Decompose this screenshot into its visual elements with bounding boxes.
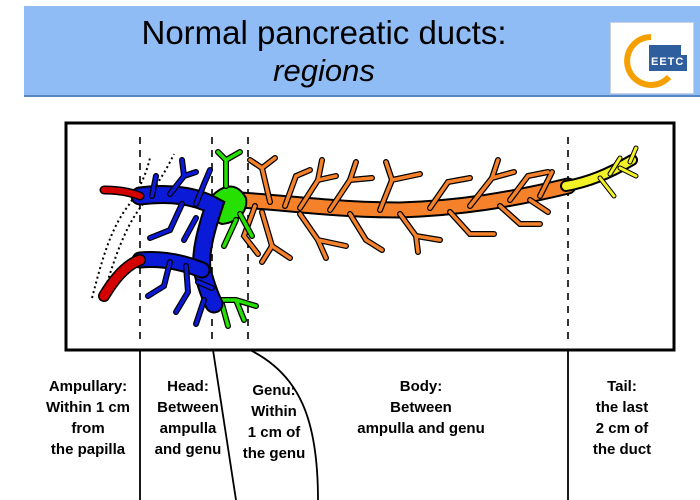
label-body: Body: Between ampulla and genu bbox=[336, 376, 506, 439]
label-tail-line-1: Tail: bbox=[607, 378, 637, 395]
label-genu: Genu: Within 1 cm of the genu bbox=[232, 380, 316, 464]
label-genu-line-1: Genu: bbox=[252, 382, 296, 399]
logo-text: EETC bbox=[651, 56, 685, 68]
label-genu-line-3: 1 cm of bbox=[247, 424, 301, 441]
title-bar: Normal pancreatic ducts: regions EETC bbox=[24, 6, 700, 97]
label-ampullary: Ampullary: Within 1 cm from the papilla bbox=[30, 376, 146, 460]
label-ampullary-line-4: the papilla bbox=[50, 441, 126, 458]
genu-duct bbox=[210, 149, 259, 329]
label-head-line-1: Head: bbox=[167, 378, 209, 395]
region-leader-lines bbox=[139, 349, 569, 500]
label-body-line-2: Between bbox=[390, 399, 452, 416]
label-ampullary-line-1: Ampullary: bbox=[48, 378, 128, 395]
label-head-line-3: ampulla bbox=[159, 420, 217, 437]
label-body-line-3: ampulla and genu bbox=[357, 420, 485, 437]
label-tail-line-2: the last bbox=[595, 399, 649, 416]
label-body-line-1: Body: bbox=[399, 378, 443, 395]
label-tail: Tail: the last 2 cm of the duct bbox=[576, 376, 668, 460]
label-ampullary-line-2: Within 1 cm bbox=[45, 399, 131, 416]
label-genu-line-4: the genu bbox=[242, 445, 306, 462]
label-tail-line-4: the duct bbox=[592, 441, 652, 458]
diagram-frame bbox=[64, 121, 676, 352]
label-tail-line-3: 2 cm of bbox=[595, 420, 649, 437]
eetc-logo: EETC bbox=[610, 22, 694, 94]
label-genu-line-2: Within bbox=[251, 403, 297, 420]
page-title: Normal pancreatic ducts: bbox=[141, 14, 507, 51]
papilla-dotted-line-outer bbox=[91, 157, 151, 299]
label-head-line-4: and genu bbox=[154, 441, 222, 458]
label-head-line-2: Between bbox=[157, 399, 219, 416]
page-subtitle: regions bbox=[273, 53, 375, 88]
label-head: Head: Between ampulla and genu bbox=[144, 376, 232, 460]
body-duct bbox=[231, 155, 577, 265]
ampullary-duct bbox=[98, 185, 146, 302]
logo-ring-icon bbox=[624, 34, 687, 88]
tail-duct bbox=[560, 145, 639, 199]
label-ampullary-line-3: from bbox=[71, 420, 105, 437]
